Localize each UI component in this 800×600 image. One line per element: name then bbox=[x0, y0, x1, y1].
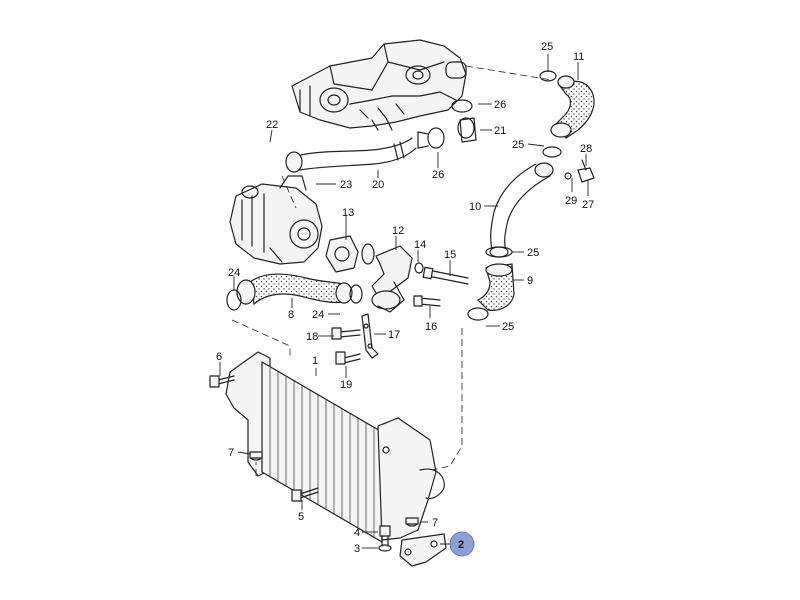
callout-4: 4 bbox=[354, 527, 360, 539]
callout-8: 8 bbox=[288, 309, 294, 321]
callout-10: 10 bbox=[469, 201, 481, 213]
callout-2: 2 bbox=[458, 539, 464, 551]
bolt-16 bbox=[413, 295, 441, 307]
callout-18: 18 bbox=[306, 331, 318, 343]
callout-7-left: 7 bbox=[228, 447, 234, 459]
bolt-5 bbox=[291, 487, 319, 502]
leader-lines bbox=[219, 54, 589, 549]
routing-lines bbox=[231, 65, 553, 476]
bracket-17 bbox=[361, 313, 379, 359]
callout-13: 13 bbox=[342, 207, 354, 219]
callout-24-left: 24 bbox=[228, 267, 240, 279]
elbow-12 bbox=[361, 243, 413, 313]
bolt-15 bbox=[422, 266, 469, 285]
hose-clamps-25 bbox=[467, 70, 562, 321]
callout-15: 15 bbox=[444, 249, 456, 261]
callout-25-upper: 25 bbox=[512, 139, 524, 151]
callout-25-lower: 25 bbox=[502, 321, 514, 333]
intercooler-fins bbox=[269, 368, 375, 537]
callout-5: 5 bbox=[298, 511, 304, 523]
bolt-19 bbox=[335, 351, 361, 365]
sensor-parts-27-28-29 bbox=[564, 159, 595, 183]
callout-29: 29 bbox=[565, 195, 577, 207]
nut-7-left bbox=[249, 451, 263, 461]
callout-9: 9 bbox=[527, 275, 533, 287]
connector-parts-21-26 bbox=[417, 99, 477, 149]
highlight-circle[interactable] bbox=[449, 531, 475, 557]
bolt-18 bbox=[331, 327, 361, 340]
callout-1: 1 bbox=[312, 355, 318, 367]
callout-3: 3 bbox=[354, 543, 360, 555]
callout-26-lower: 26 bbox=[432, 169, 444, 181]
hose-11 bbox=[550, 75, 595, 139]
callout-6: 6 bbox=[216, 351, 222, 363]
callout-labels: 1 3 4 5 6 7 7 8 9 10 11 12 13 14 15 16 1… bbox=[216, 41, 594, 555]
callout-25-top: 25 bbox=[541, 41, 553, 53]
washer-14 bbox=[414, 262, 424, 274]
engine-block bbox=[291, 39, 467, 131]
callout-16: 16 bbox=[425, 321, 437, 333]
callout-14: 14 bbox=[414, 239, 426, 251]
callout-24-mid: 24 bbox=[312, 309, 324, 321]
hose-10 bbox=[489, 162, 554, 258]
callout-28: 28 bbox=[580, 143, 592, 155]
air-pipe-20 bbox=[285, 137, 417, 173]
callout-12: 12 bbox=[392, 225, 404, 237]
callout-27: 27 bbox=[582, 199, 594, 211]
highlighted-callout-2[interactable]: 2 bbox=[449, 531, 475, 557]
bolt-4 bbox=[379, 525, 391, 547]
hose-8 bbox=[236, 273, 353, 306]
bracket-2 bbox=[399, 533, 447, 567]
callout-21: 21 bbox=[494, 125, 506, 137]
callout-19: 19 bbox=[340, 379, 352, 391]
hose-9 bbox=[476, 263, 515, 311]
callout-22: 22 bbox=[266, 119, 278, 131]
turbocharger-assembly bbox=[229, 175, 323, 265]
callout-25-middle: 25 bbox=[527, 247, 539, 259]
washer-3 bbox=[378, 544, 392, 552]
nut-7-bottom bbox=[405, 517, 419, 527]
callout-11: 11 bbox=[573, 51, 584, 63]
callout-26-right: 26 bbox=[494, 99, 506, 111]
callout-17: 17 bbox=[388, 329, 400, 341]
callout-20: 20 bbox=[372, 179, 384, 191]
intercooler-1 bbox=[225, 351, 445, 543]
callout-23: 23 bbox=[340, 179, 352, 191]
callout-7-bottom: 7 bbox=[432, 517, 438, 529]
flange-13 bbox=[325, 235, 359, 273]
bolt-6 bbox=[209, 375, 235, 388]
